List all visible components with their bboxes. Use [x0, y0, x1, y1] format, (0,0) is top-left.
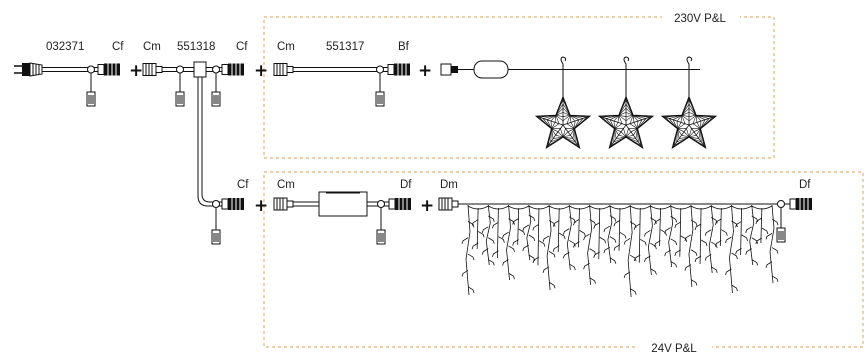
male-connector-icon: [438, 197, 459, 211]
icicle-strand: [562, 204, 590, 271]
female-connector-icon: [97, 63, 121, 76]
star-ornament-icon: [597, 56, 655, 150]
icicle-strand: [745, 204, 773, 266]
zone-230v: [263, 16, 775, 159]
icicle-strand: [603, 204, 631, 264]
connector-label: Dm: [440, 179, 458, 191]
cable-clip-icon: [211, 65, 221, 107]
icicle-strand: [725, 204, 752, 294]
part-number-label: 551317: [326, 41, 364, 53]
connector-label: Cm: [277, 179, 295, 191]
star-ornament-icon: [660, 56, 718, 150]
male-connector-icon: [273, 63, 294, 76]
zone-label-24v: 24V P&L: [651, 343, 697, 355]
connector-label: Cf: [236, 41, 248, 53]
connector-label: Bf: [398, 41, 410, 53]
cable-clip-icon: [376, 200, 386, 245]
connector-label: Df: [799, 179, 811, 191]
connector-label: Cm: [143, 41, 161, 53]
plus-sign: +: [254, 196, 268, 216]
power-plug-icon: [14, 62, 43, 77]
zone-24v: [263, 171, 864, 348]
t-splitter-icon: [193, 61, 207, 78]
part-number-label: 551318: [177, 41, 215, 53]
star-string-connector-icon: [440, 63, 458, 76]
transformer-icon: [318, 191, 368, 217]
icicle-strand: [522, 204, 550, 266]
female-connector-icon: [388, 197, 412, 211]
icicle-strand: [664, 204, 692, 268]
star-ornament-icon: [534, 56, 592, 150]
male-connector-icon: [273, 197, 294, 211]
female-connector-icon: [221, 63, 245, 76]
plus-sign: +: [129, 61, 143, 81]
icicle-strand: [684, 204, 712, 288]
plus-sign: +: [420, 196, 434, 216]
part-number-label: 032371: [46, 41, 84, 53]
zone-label-230v: 230V P&L: [674, 13, 726, 25]
icicle-strand: [623, 204, 651, 298]
icicle-strand: [765, 204, 779, 284]
cable-clip-icon: [211, 200, 221, 245]
cable-clip-icon: [175, 65, 185, 107]
icicle-strand: [542, 204, 570, 291]
star-ornaments: [534, 56, 718, 150]
zone-label-bg: [636, 340, 712, 355]
connector-label: Df: [400, 179, 412, 191]
female-connector-icon: [221, 197, 245, 211]
icicle-strand: [502, 204, 530, 281]
controller-pod-icon: [473, 60, 509, 79]
icicle-strand: [644, 204, 671, 276]
female-connector-icon: [789, 197, 813, 211]
female-connector-icon: [387, 63, 411, 76]
branch-cable: [197, 77, 222, 207]
cable-clip-icon: [86, 65, 96, 107]
cable-clip-icon: [375, 65, 385, 107]
icicle-strand: [481, 204, 509, 266]
connector-label: Cf: [237, 179, 249, 191]
plus-sign: +: [254, 61, 268, 81]
male-connector-icon: [142, 63, 163, 76]
cable-clip-icon: [776, 200, 786, 243]
icicle-strand: [583, 204, 611, 286]
plus-sign: +: [418, 61, 432, 81]
icicle-strand: [704, 204, 732, 274]
icicle-strand: [461, 204, 489, 296]
connector-label: Cf: [112, 41, 124, 53]
zone-label-bg: [662, 10, 740, 26]
connector-label: Cm: [277, 41, 295, 53]
icicle-lights: [461, 204, 779, 298]
